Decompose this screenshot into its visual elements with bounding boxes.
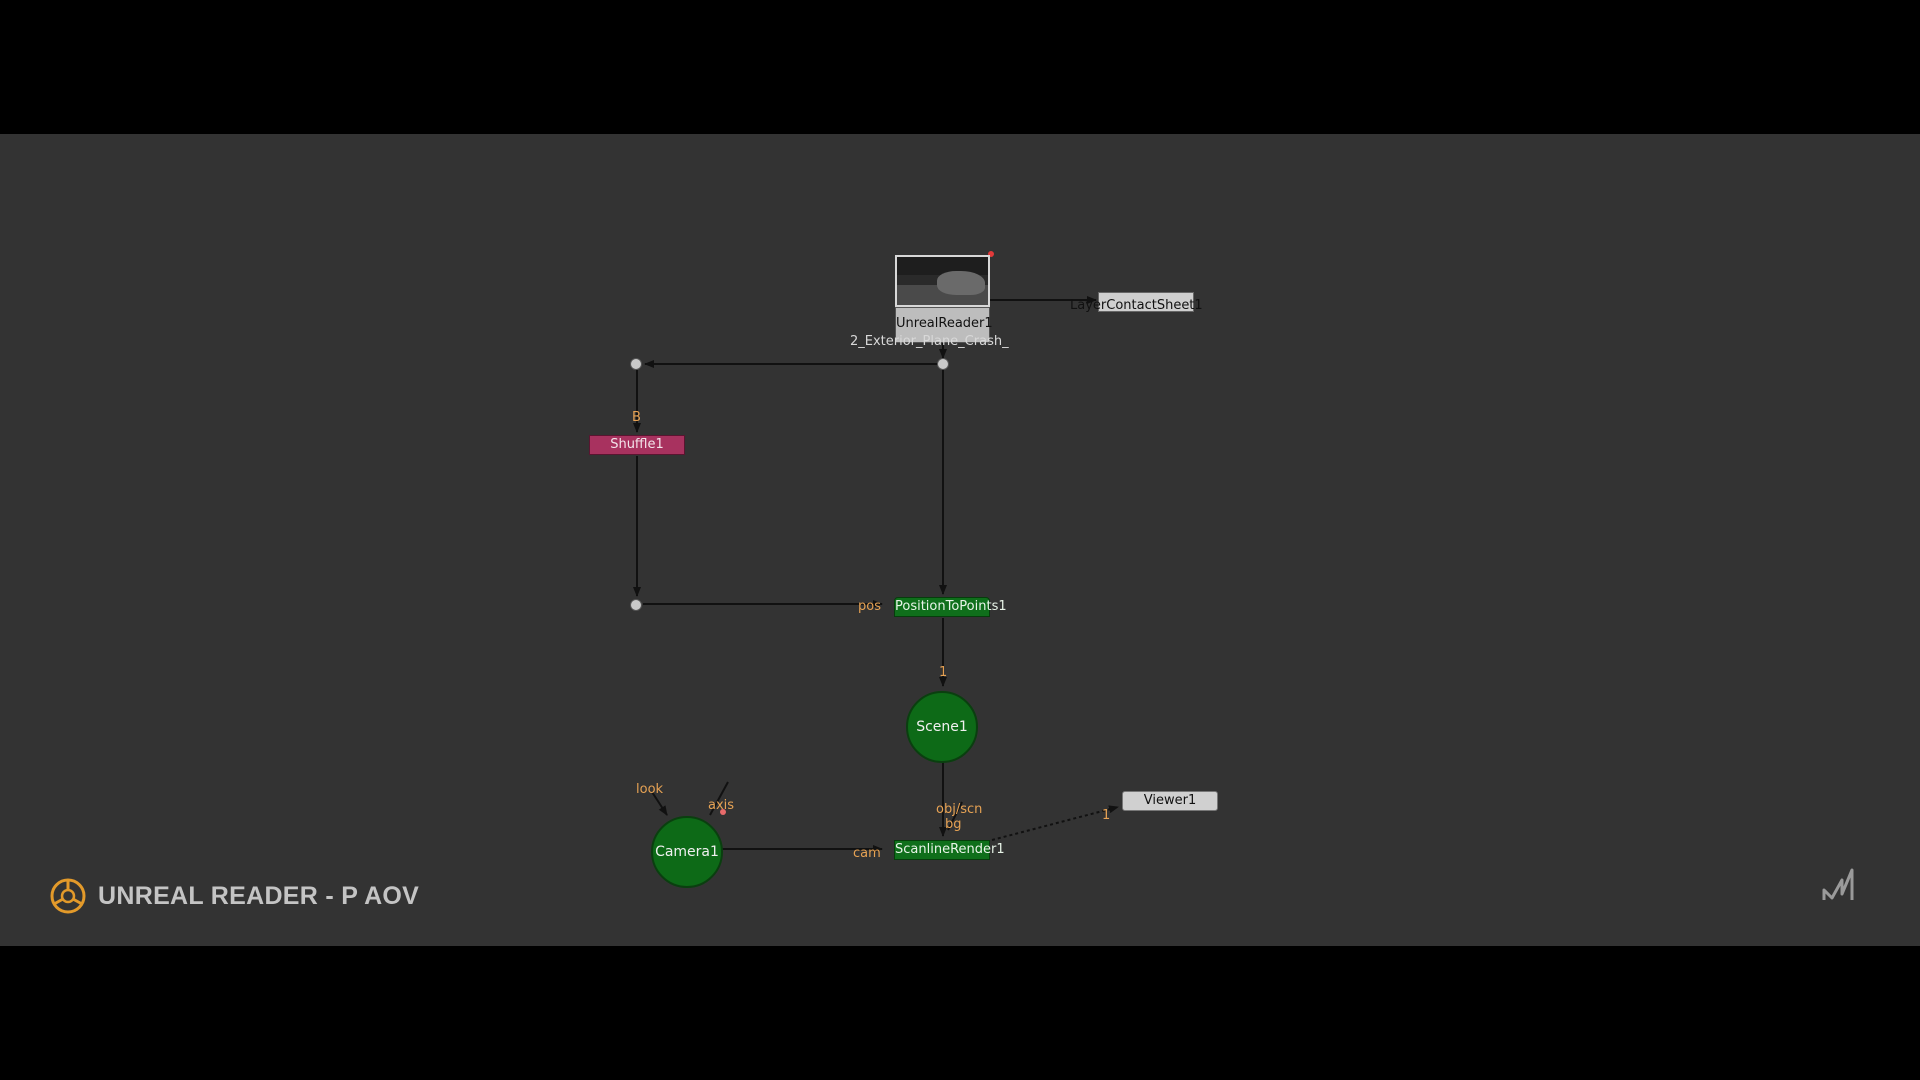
nuke-logo-icon [50, 878, 86, 914]
camera-status-dot [720, 809, 726, 815]
letterbox-top [0, 0, 1920, 134]
dot-node-top-main[interactable] [937, 358, 949, 370]
camera-input-axis-label: axis [708, 798, 735, 813]
viewer-input-label: 1 [1102, 808, 1111, 823]
scanline-render-label: ScanlineRender1 [895, 842, 1005, 857]
scanline-input-obj-label: obj/scn [936, 802, 983, 817]
layer-contact-sheet-node[interactable] [1098, 292, 1194, 312]
m-logo-icon [1822, 868, 1854, 900]
dot-node-bottom-left[interactable] [630, 599, 642, 611]
position-to-points-label: PositionToPoints1 [895, 599, 1007, 614]
video-title-overlay: UNREAL READER - P AOV [50, 878, 419, 914]
scene-node[interactable]: Scene1 [906, 691, 978, 763]
scanline-input-cam-label: cam [853, 846, 881, 861]
scanline-input-bg-label: bg [945, 817, 962, 832]
scene-input-label: 1 [939, 665, 948, 680]
viewer-label: Viewer1 [1143, 793, 1197, 808]
shuffle-node[interactable]: Shuffle1 [589, 435, 685, 455]
dot-node-top-left[interactable] [630, 358, 642, 370]
letterbox-bottom [0, 946, 1920, 1080]
shuffle-input-b-label: B [632, 410, 641, 425]
video-title: UNREAL READER - P AOV [98, 881, 420, 910]
unreal-reader-sublabel: 2_Exterior_Plane_Crash_ [850, 334, 1009, 349]
wire-scanline-viewer [991, 805, 1119, 841]
layer-contact-sheet-label: LayerContactSheet1 [1070, 298, 1203, 313]
camera-input-look-label: look [636, 782, 664, 797]
camera-node[interactable]: Camera1 [651, 816, 723, 888]
viewer-node[interactable]: Viewer1 [1122, 791, 1218, 811]
unreal-reader-thumbnail[interactable] [895, 255, 990, 307]
unreal-reader-label: UnrealReader1 [896, 316, 993, 331]
shuffle-label: Shuffle1 [610, 437, 664, 452]
camera-label: Camera1 [655, 844, 719, 860]
scene-label: Scene1 [916, 719, 968, 735]
wire-bg-stub [947, 801, 963, 831]
ptp-input-pos-label: pos [858, 599, 881, 614]
wire-camera-axis [709, 781, 729, 816]
unreal-reader-node[interactable]: UnrealReader1 [895, 307, 993, 343]
scanline-render-node[interactable]: ScanlineRender1 [894, 840, 1005, 860]
position-to-points-node[interactable]: PositionToPoints1 [894, 597, 1007, 617]
wire-camera-look [651, 791, 668, 816]
